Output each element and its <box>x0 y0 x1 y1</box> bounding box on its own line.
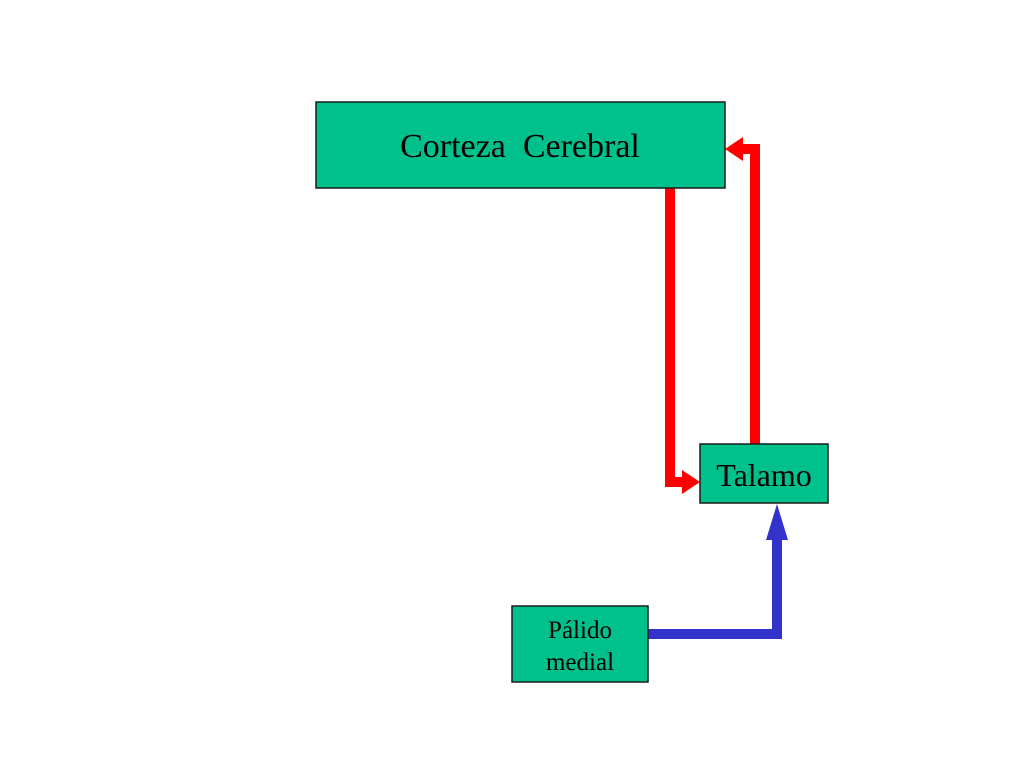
palido-label-line1: Pálido <box>548 617 612 644</box>
node-talamo: Talamo <box>699 443 829 504</box>
node-palido-medial: Pálido medial <box>511 605 649 683</box>
corteza-cerebral-label: Corteza Cerebral <box>400 128 640 165</box>
arrow-talamo-to-corteza <box>725 137 760 444</box>
arrow-palido-to-talamo <box>648 504 788 639</box>
palido-label-line2: medial <box>546 649 614 676</box>
talamo-label: Talamo <box>716 457 812 493</box>
node-corteza-cerebral: Corteza Cerebral <box>315 101 726 189</box>
arrow-corteza-to-talamo <box>665 188 700 494</box>
